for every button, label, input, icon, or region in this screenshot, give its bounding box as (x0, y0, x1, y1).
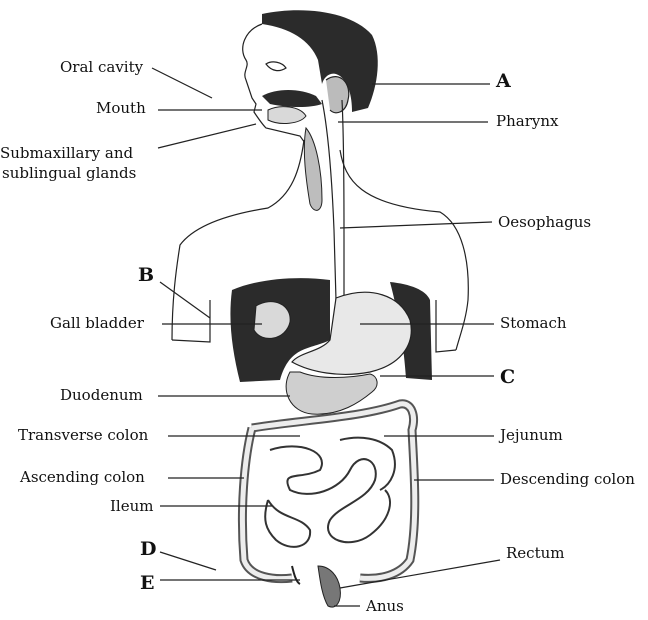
head-outline (242, 23, 319, 171)
eye (265, 61, 287, 72)
label-oral-cavity: Oral cavity (60, 58, 144, 76)
colon-frame (237, 399, 420, 584)
hair (262, 10, 378, 112)
label-duodenum: Duodenum (60, 386, 143, 404)
label-letter-a: A (496, 70, 511, 92)
tongue (267, 106, 307, 124)
label-letter-c: C (500, 366, 516, 388)
leader-oesophagus (339, 221, 493, 229)
label-rectum: Rectum (506, 544, 565, 562)
small-intestine (264, 436, 396, 548)
label-submax-line2: sublingual glands (2, 164, 137, 182)
label-descending-colon: Descending colon (500, 470, 635, 488)
leader-b (159, 281, 211, 319)
label-jejunum: Jejunum (500, 426, 563, 444)
duodenum-shape (285, 371, 378, 415)
label-ascending-colon: Ascending colon (20, 468, 145, 486)
label-transverse-colon: Transverse colon (18, 426, 149, 444)
label-mouth: Mouth (96, 99, 146, 117)
label-letter-d: D (140, 538, 157, 560)
stomach-shape (291, 291, 412, 375)
gall-bladder-shape (253, 301, 291, 339)
leader-rectum (339, 559, 501, 589)
label-ileum: Ileum (110, 497, 154, 515)
oesophagus-tube (321, 99, 345, 301)
appendix-shape (291, 565, 301, 585)
rectum-shape (317, 565, 341, 608)
leader-oral-cavity (151, 67, 213, 99)
leader-d (159, 551, 217, 571)
label-pharynx: Pharynx (496, 112, 559, 130)
leader-submax (157, 123, 257, 149)
label-anus: Anus (366, 597, 404, 615)
label-gall-bladder: Gall bladder (50, 314, 144, 332)
label-letter-e: E (140, 572, 155, 594)
label-oesophagus: Oesophagus (498, 213, 592, 231)
label-submax-line1: Submaxillary and (0, 144, 134, 162)
ear (325, 76, 350, 114)
label-stomach: Stomach (500, 314, 567, 332)
neck-shoulders (171, 139, 469, 351)
label-letter-b: B (138, 264, 155, 286)
oral-cavity-shape (262, 90, 322, 107)
salivary-gland (303, 126, 323, 211)
left-arm (171, 300, 211, 343)
colon-frame-inner (239, 401, 418, 582)
right-arm (435, 300, 457, 353)
